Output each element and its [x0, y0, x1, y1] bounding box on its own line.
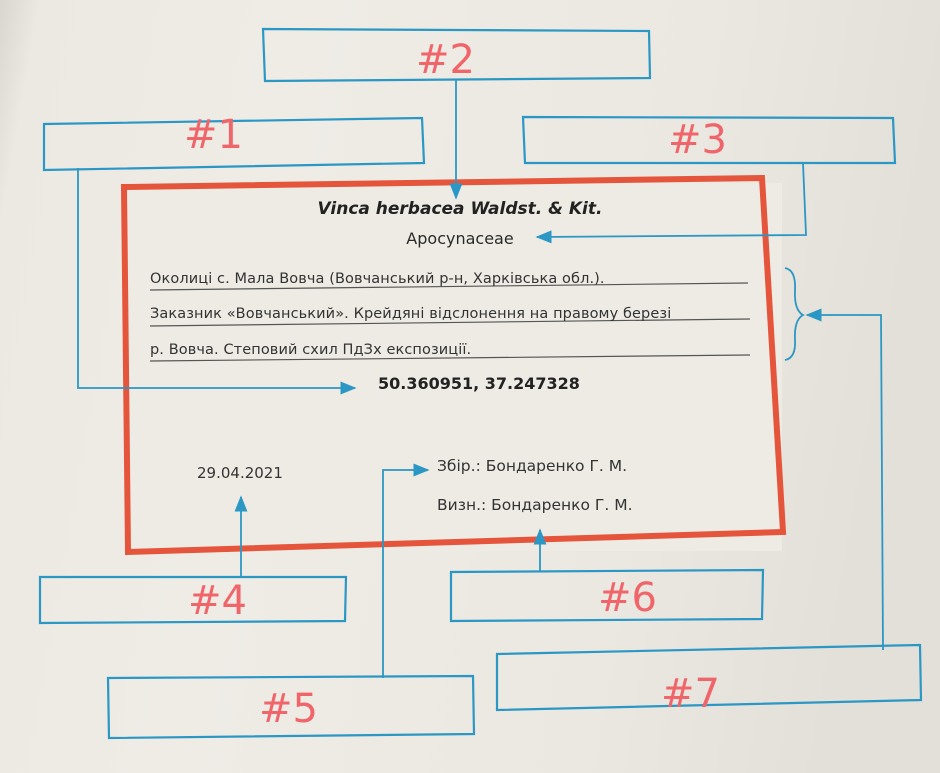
coordinates: 50.360951, 37.247328	[378, 374, 580, 393]
connector-5	[382, 463, 430, 678]
location-line-2: Заказник «Вовчанський». Крейдяні відслон…	[150, 306, 672, 322]
label-box-1	[42, 116, 426, 172]
identifier: Визн.: Бондаренко Г. М.	[437, 496, 633, 514]
label-number-1: #1	[184, 112, 243, 158]
herbarium-card-border	[120, 174, 787, 556]
connector-1	[77, 168, 357, 395]
location-line-1: Околиці с. Мала Вовча (Вовчанський р-н, …	[150, 271, 605, 287]
location-line-3: р. Вовча. Степовий схил ПдЗх експозиції.	[150, 342, 472, 358]
label-number-6: #6	[598, 575, 657, 621]
label-box-6	[449, 568, 765, 623]
label-box-2	[261, 27, 652, 83]
label-number-7: #7	[661, 671, 720, 717]
label-box-7	[495, 643, 923, 712]
family-name: Apocynaceae	[406, 229, 514, 248]
collector: Збір.: Бондаренко Г. М.	[437, 457, 628, 475]
species-name: Vinca herbacea Waldst. & Kit.	[317, 199, 603, 219]
label-number-2: #2	[416, 37, 475, 83]
location-underline-2	[149, 318, 751, 327]
label-number-4: #4	[188, 578, 247, 624]
collection-date: 29.04.2021	[197, 464, 283, 482]
herbarium-card-background	[125, 183, 782, 551]
label-number-3: #3	[668, 117, 727, 163]
location-brace	[784, 267, 805, 361]
label-box-4	[38, 575, 348, 625]
label-box-5	[106, 674, 476, 740]
connector-7	[805, 308, 884, 651]
label-box-3	[521, 115, 897, 165]
connector-3	[535, 162, 807, 244]
location-underline-3	[149, 354, 751, 362]
label-number-5: #5	[259, 686, 318, 732]
location-underline-1	[149, 282, 749, 291]
